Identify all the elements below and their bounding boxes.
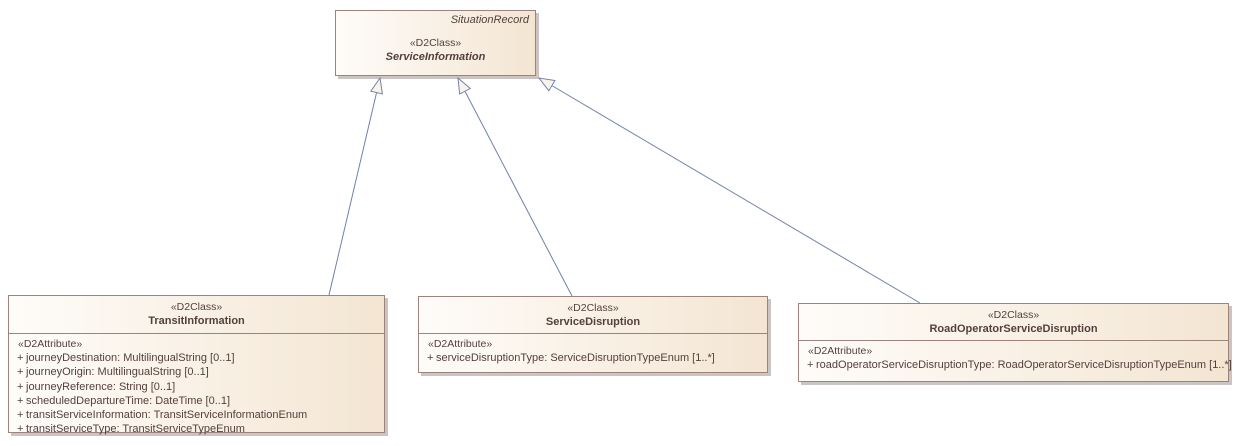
class-stereotype: «D2Class» [567,302,619,314]
attribute-compartment: «D2Attribute» + serviceDisruptionType: S… [419,334,767,365]
class-header: «D2Class» TransitInformation [9,296,384,334]
attribute-row[interactable]: + serviceDisruptionType: ServiceDisrupti… [419,351,767,365]
attribute-text: journeyOrigin: MultilingualString [0..1] [26,366,209,379]
attribute-row[interactable]: + journeyDestination: MultilingualString… [9,351,384,365]
class-box-roadoperatorservicedisruption[interactable]: «D2Class» RoadOperatorServiceDisruption … [798,303,1232,382]
class-stereotype: «D2Class» [409,37,462,49]
class-stereotype: «D2Class» [170,301,223,313]
class-box-servicedisruption[interactable]: «D2Class» ServiceDisruption «D2Attribute… [418,296,768,373]
attribute-row[interactable]: + scheduledDepartureTime: DateTime [0..1… [9,394,384,408]
visibility-marker: + [17,394,24,407]
attribute-text: serviceDisruptionType: ServiceDisruption… [436,352,715,365]
class-header: «D2Class» ServiceDisruption [419,297,767,334]
attribute-stereotype: «D2Attribute» [808,345,873,357]
class-stereotype: «D2Class» [987,309,1040,321]
generalization-servicedisruption [458,78,573,297]
visibility-marker: + [17,352,24,365]
class-box-serviceinformation[interactable]: SituationRecord «D2Class» ServiceInforma… [335,10,536,76]
attribute-row[interactable]: + journeyOrigin: MultilingualString [0..… [9,365,384,379]
generalization-transitinformation [328,78,380,296]
visibility-marker: + [17,409,24,422]
visibility-marker: + [17,366,24,379]
class-name: ServiceDisruption [545,316,641,328]
visibility-marker: + [17,380,24,393]
attribute-row[interactable]: + journeyReference: String [0..1] [9,380,384,394]
class-header: «D2Class» RoadOperatorServiceDisruption [799,304,1228,341]
class-name: TransitInformation [148,315,245,327]
attribute-row[interactable]: + transitServiceType: TransitServiceType… [9,422,384,436]
attribute-row[interactable]: + roadOperatorServiceDisruptionType: Roa… [799,358,1232,372]
attribute-text: roadOperatorServiceDisruptionType: RoadO… [816,359,1232,372]
class-name: ServiceInformation [385,51,486,63]
generalization-roadoperatorservicedisruption [539,78,921,304]
class-box-transitinformation[interactable]: «D2Class» TransitInformation «D2Attribut… [8,295,385,436]
attribute-text: transitServiceInformation: TransitServic… [26,409,308,422]
attribute-compartment: «D2Attribute» + roadOperatorServiceDisru… [799,341,1232,372]
visibility-marker: + [807,359,814,372]
base-class-reference: SituationRecord [450,14,529,26]
attribute-text: scheduledDepartureTime: DateTime [0..1] [26,394,230,407]
attribute-row[interactable]: + transitServiceInformation: TransitServ… [9,408,384,422]
attribute-stereotype: «D2Attribute» [428,338,493,350]
visibility-marker: + [17,423,24,436]
attribute-text: journeyDestination: MultilingualString [… [26,352,235,365]
attribute-text: transitServiceType: TransitServiceTypeEn… [26,423,245,436]
class-name: RoadOperatorServiceDisruption [929,323,1098,335]
attribute-compartment: «D2Attribute» + journeyDestination: Mult… [9,334,384,436]
visibility-marker: + [427,352,434,365]
attribute-text: journeyReference: String [0..1] [26,380,176,393]
attribute-stereotype: «D2Attribute» [18,338,83,350]
